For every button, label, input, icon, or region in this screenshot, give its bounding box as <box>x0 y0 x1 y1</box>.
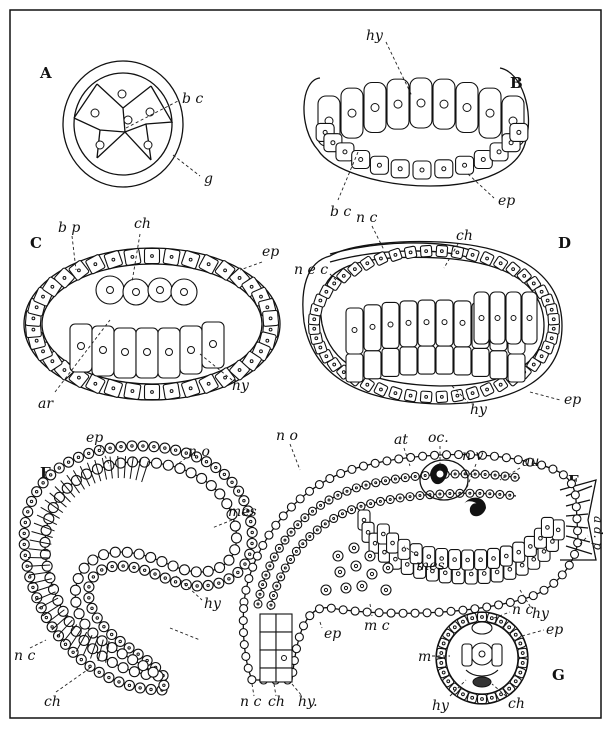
leader-e-nc <box>30 640 46 648</box>
label-e-nc: n c <box>14 648 35 664</box>
leader-d-nc <box>372 226 384 250</box>
leader-g-ep <box>522 630 544 636</box>
label-f-adp: a d. p <box>591 516 605 550</box>
label-f-ch: ch <box>268 694 285 710</box>
panel-letter-g: G <box>552 666 565 684</box>
label-f-hy: hy <box>532 606 550 622</box>
label-e-no: n o <box>188 444 210 460</box>
panel-f-notochord-cells <box>260 614 292 682</box>
panel-c: C b p ch ep ar hy <box>24 216 280 412</box>
label-c-hy: hy <box>232 378 250 394</box>
label-g-m: m <box>418 649 431 665</box>
label-f-oc: oc. <box>428 430 449 446</box>
label-c-ch: ch <box>134 216 151 232</box>
label-f-nc: n c <box>240 694 261 710</box>
label-f-hy2: hy. <box>298 694 318 710</box>
label-a-g: g <box>204 171 213 187</box>
panel-d: D n c n e c ch hy ep <box>294 210 581 418</box>
panel-b-upper-cells <box>318 78 524 146</box>
panel-g-chorda <box>473 677 491 687</box>
panel-c-chorda-cells <box>96 276 197 305</box>
panel-g-neural-canal <box>472 622 492 634</box>
panel-d-endoderm-cells <box>346 292 537 382</box>
label-g-nc: n c <box>512 602 533 618</box>
panel-a-nuclei <box>91 90 154 149</box>
label-f-mes: mes <box>416 558 445 574</box>
label-f-mc: m c <box>364 618 390 634</box>
label-e-mes: mes <box>228 504 257 520</box>
panel-letter-d: D <box>558 234 571 252</box>
panel-f: F n o <box>239 428 605 710</box>
label-e-hy: hy <box>204 596 222 612</box>
label-f-nv: n v <box>462 448 483 464</box>
label-g-ep: ep <box>546 622 563 638</box>
label-f-at: at <box>394 432 408 448</box>
panel-e-cell-layer <box>19 441 257 695</box>
label-d-nec: n e c <box>294 262 328 278</box>
label-g-ch: ch <box>508 696 525 712</box>
panel-letter-c: C <box>30 234 42 252</box>
label-f-no: n o <box>276 428 298 444</box>
leader-a-g <box>173 155 200 176</box>
panel-a-outer-membrane <box>63 61 183 187</box>
label-c-bp: b p <box>58 220 80 236</box>
label-d-nc: n c <box>356 210 377 226</box>
label-f-ep: ep <box>324 626 341 642</box>
panel-a-inner-membrane <box>74 73 172 175</box>
panel-e: E ep n o mes hy n c ch <box>14 430 257 710</box>
panel-b: B hy b c ep <box>304 28 529 220</box>
panel-f-sense-vesicle <box>420 460 486 516</box>
panel-letter-b: B <box>510 74 523 92</box>
label-e-ep: ep <box>86 430 103 446</box>
leader-f-ep <box>320 622 322 628</box>
label-a-bc: b c <box>182 91 203 107</box>
leader-e-mes <box>212 520 232 528</box>
label-f-au: au <box>522 454 539 470</box>
label-d-ch: ch <box>456 228 473 244</box>
label-b-bc: b c <box>330 204 351 220</box>
label-c-ar: ar <box>38 396 54 412</box>
label-g-hy: hy <box>432 698 450 714</box>
leader-e-ch <box>56 668 90 692</box>
label-d-ep: ep <box>564 392 581 408</box>
label-d-hy: hy <box>470 402 488 418</box>
leader-e-hy-2 <box>170 628 200 640</box>
leader-f-no <box>290 444 300 470</box>
panel-c-endoderm-cells <box>70 322 224 378</box>
panel-g-internal-structures <box>462 622 502 687</box>
panel-f-otolith-icon <box>464 498 486 517</box>
label-e-ch: ch <box>44 694 61 710</box>
panel-letter-a: A <box>39 64 52 82</box>
panel-a: A b c g <box>39 61 213 187</box>
label-b-hy: hy <box>366 28 384 44</box>
leader-b-ep <box>468 174 494 198</box>
label-b-ep: ep <box>498 193 515 209</box>
leader-d-ep <box>530 392 560 400</box>
leader-c-ep <box>240 262 262 270</box>
label-c-ep: ep <box>262 244 279 260</box>
